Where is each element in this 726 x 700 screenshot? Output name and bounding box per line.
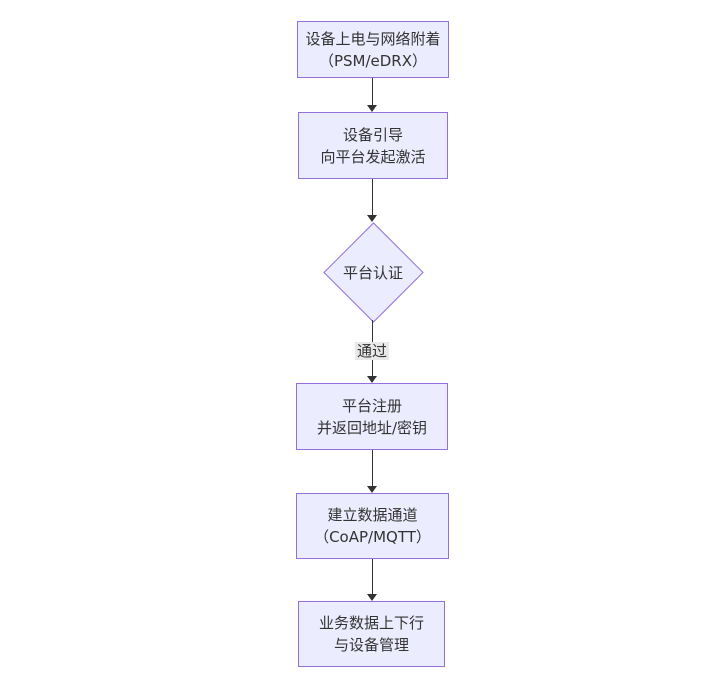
node-label-line: 设备引导 bbox=[342, 125, 403, 144]
node-label-line: 建立数据通道 bbox=[327, 506, 418, 524]
node-label-line: 并返回地址/密钥 bbox=[316, 418, 428, 437]
node-data-channel: 建立数据通道 （CoAP/MQTT） bbox=[296, 493, 449, 559]
node-label-line: （CoAP/MQTT） bbox=[314, 528, 431, 546]
arrowhead-down-icon bbox=[367, 376, 377, 383]
edge-register-to-channel bbox=[367, 450, 377, 493]
node-label-line: 平台认证 bbox=[342, 263, 403, 282]
node-label-line: 业务数据上下行 bbox=[318, 614, 424, 632]
edge-channel-to-business bbox=[367, 559, 377, 601]
arrowhead-down-icon bbox=[367, 486, 377, 493]
arrowhead-down-icon bbox=[367, 105, 377, 112]
node-label-line: 平台注册 bbox=[341, 396, 402, 415]
edge-label-pass: 通过 bbox=[354, 342, 390, 360]
node-label-line: （PSM/eDRX） bbox=[318, 51, 428, 70]
edge-bootstrap-to-auth bbox=[367, 179, 377, 222]
node-label-line: 设备上电与网络附着 bbox=[305, 29, 441, 48]
arrowhead-down-icon bbox=[367, 594, 377, 601]
edge-power-to-bootstrap bbox=[367, 78, 377, 112]
node-platform-register: 平台注册 并返回地址/密钥 bbox=[296, 383, 448, 450]
node-device-bootstrap: 设备引导 向平台发起激活 bbox=[298, 112, 448, 179]
node-label-line: 向平台发起激活 bbox=[320, 147, 426, 166]
node-label-line: 与设备管理 bbox=[333, 636, 409, 654]
arrowhead-down-icon bbox=[367, 215, 377, 222]
node-business-data-mgmt: 业务数据上下行 与设备管理 bbox=[298, 601, 445, 667]
node-power-network-attach: 设备上电与网络附着 （PSM/eDRX） bbox=[297, 21, 449, 78]
node-platform-auth-decision: 平台认证 bbox=[322, 221, 424, 323]
